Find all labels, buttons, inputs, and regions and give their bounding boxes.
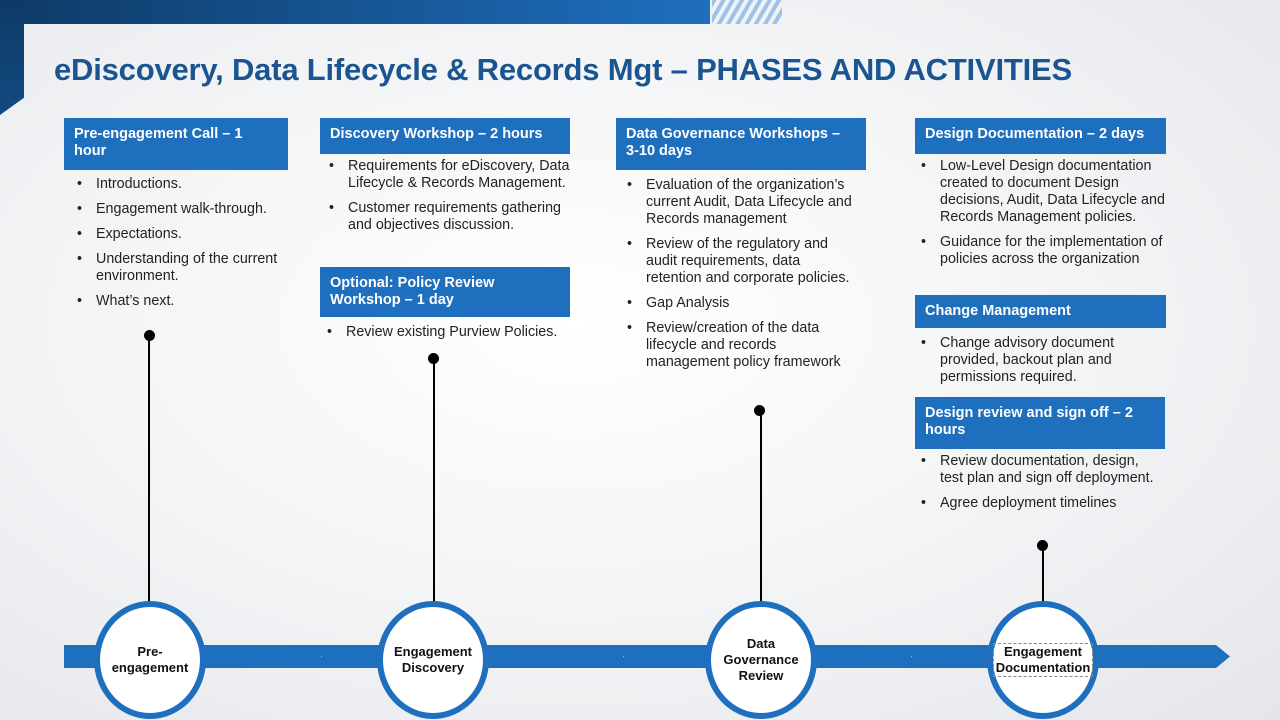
list-item: Review of the regulatory and audit requi… — [624, 236, 858, 287]
list-item: Evaluation of the organization’s current… — [624, 177, 858, 228]
section-list-policy-review: Review existing Purview Policies. — [324, 324, 574, 349]
phase-circle-pre-engagement: Pre-engagement — [94, 601, 206, 719]
section-header-design-documentation: Design Documentation – 2 days — [915, 118, 1166, 154]
section-list-change-management: Change advisory document provided, backo… — [918, 335, 1148, 394]
list-item: Review/creation of the data lifecycle an… — [624, 320, 858, 371]
list-item: Requirements for eDiscovery, Data Lifecy… — [326, 158, 576, 192]
phase-label[interactable]: Engagement Documentation — [993, 643, 1093, 677]
section-header-change-management: Change Management — [915, 295, 1166, 328]
list-item: Agree deployment timelines — [918, 495, 1158, 512]
section-header-discovery: Discovery Workshop – 2 hours — [320, 118, 570, 154]
list-item: Change advisory document provided, backo… — [918, 335, 1148, 386]
list-item: Review documentation, design, test plan … — [918, 453, 1158, 487]
phase-label: Data Governance Review — [723, 636, 799, 683]
pin-line — [1042, 545, 1044, 604]
banner-stripes — [712, 0, 782, 24]
list-item: Expectations. — [74, 226, 294, 243]
list-item: What’s next. — [74, 293, 294, 310]
list-item: Guidance for the implementation of polic… — [918, 234, 1180, 268]
list-item: Customer requirements gathering and obje… — [326, 200, 576, 234]
pin-line — [760, 410, 762, 604]
section-header-design-review: Design review and sign off – 2 hours — [915, 397, 1165, 449]
list-item: Engagement walk-through. — [74, 201, 294, 218]
list-item: Introductions. — [74, 176, 294, 193]
pin-dot — [754, 405, 765, 416]
phase-circle-governance: Data Governance Review — [705, 601, 817, 719]
section-list-data-governance: Evaluation of the organization’s current… — [624, 177, 858, 379]
timeline-arrow — [64, 645, 1230, 668]
chevron-icon — [612, 645, 624, 668]
section-list-design-documentation: Low-Level Design documentation created t… — [918, 158, 1180, 276]
chevron-icon — [900, 645, 912, 668]
pin-line — [433, 358, 435, 604]
phase-label: Engagement Discovery — [393, 644, 472, 675]
list-item: Review existing Purview Policies. — [324, 324, 574, 341]
pin-dot — [144, 330, 155, 341]
list-item: Understanding of the current environment… — [74, 251, 294, 285]
section-header-pre-engagement: Pre-engagement Call – 1 hour — [64, 118, 288, 170]
slide-title: eDiscovery, Data Lifecycle & Records Mgt… — [54, 52, 1072, 87]
phase-label: Pre-engagement — [111, 644, 189, 675]
top-banner — [0, 0, 710, 24]
section-header-policy-review: Optional: Policy Review Workshop – 1 day — [320, 267, 570, 317]
list-item: Low-Level Design documentation created t… — [918, 158, 1180, 226]
section-list-design-review: Review documentation, design, test plan … — [918, 453, 1158, 520]
section-header-data-governance: Data Governance Workshops – 3-10 days — [616, 118, 866, 170]
section-list-pre-engagement: Introductions. Engagement walk-through. … — [74, 176, 294, 318]
list-item: Gap Analysis — [624, 295, 858, 312]
phase-circle-discovery: Engagement Discovery — [377, 601, 489, 719]
section-list-discovery: Requirements for eDiscovery, Data Lifecy… — [326, 158, 576, 242]
phase-circle-documentation: Engagement Documentation — [987, 601, 1099, 719]
pin-line — [148, 336, 150, 604]
left-banner — [0, 0, 24, 115]
chevron-icon — [310, 645, 322, 668]
